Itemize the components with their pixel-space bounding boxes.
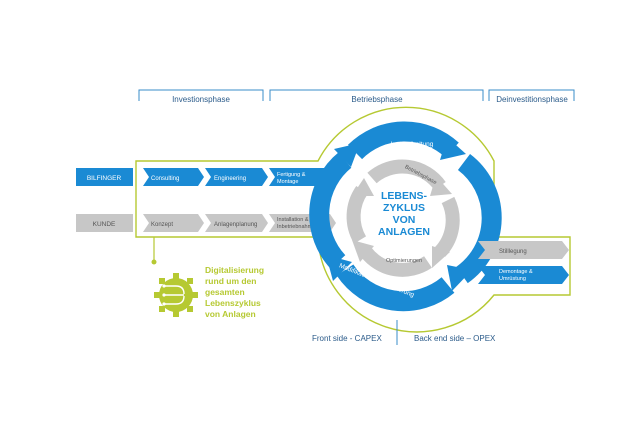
lime-track-outline <box>135 106 571 333</box>
exit-stilllegung: Stilllegung <box>499 249 527 255</box>
step-anlagenplanung: Anlagenplanung <box>214 222 257 228</box>
step-consulting: Consulting <box>151 176 179 182</box>
step-installation-line2: Inbetriebnahme <box>277 224 315 230</box>
step-fertigung-line2: Montage <box>277 179 298 185</box>
center-line-2: ZYKLUS <box>383 202 425 214</box>
center-line-3: VON <box>393 214 416 226</box>
inner-label-optimierungen: Optimierungen <box>386 258 422 264</box>
circuit-icon <box>164 285 185 305</box>
digital-line-3: gesamten <box>205 287 245 297</box>
outer-ring-arrowheads <box>326 137 472 291</box>
arrow-engineering <box>205 168 268 186</box>
phase-investment-label: Investionsphase <box>172 95 230 104</box>
center-line-1: LEBENS- <box>381 190 428 202</box>
row-kunde-box <box>76 214 133 232</box>
step-installation-line1: Installation & <box>277 217 309 223</box>
digital-line-4: Lebenszyklus <box>205 298 261 308</box>
digital-line-1: Digitalisierung <box>205 265 264 275</box>
arrow-consulting <box>143 168 204 186</box>
inner-ring-arrowheads <box>352 176 452 268</box>
arrow-stilllegung <box>478 241 569 259</box>
step-konzept: Konzept <box>151 222 173 228</box>
row-bilfinger-box <box>76 168 133 186</box>
arrow-konzept <box>143 214 204 232</box>
phase-divestment-label: Deinvestitionsphase <box>496 95 568 104</box>
digital-line-5: von Anlagen <box>205 309 256 319</box>
phase-brackets <box>138 89 575 101</box>
step-fertigung-line1: Fertigung & <box>277 172 306 178</box>
digital-line-2: rund um den <box>205 276 256 286</box>
arrow-anlagenplanung <box>205 214 268 232</box>
outer-cycle-ring <box>309 121 502 312</box>
row-bilfinger-label: BILFINGER <box>87 175 122 182</box>
label-capex: Front side - CAPEX <box>312 334 382 343</box>
center-line-4: ANLAGEN <box>378 226 430 238</box>
arrow-demontage <box>478 266 569 284</box>
exit-demontage-line2: Umrüstung <box>499 276 526 282</box>
label-opex: Back end side – OPEX <box>414 334 496 343</box>
step-engineering: Engineering <box>214 176 246 182</box>
row-kunde-label: KUNDE <box>93 221 116 228</box>
phase-operation-label: Betriebsphase <box>351 95 403 104</box>
outer-label-instandhaltung: Instandhaltung <box>391 141 434 148</box>
exit-demontage-line1: Demontage & <box>499 269 533 275</box>
